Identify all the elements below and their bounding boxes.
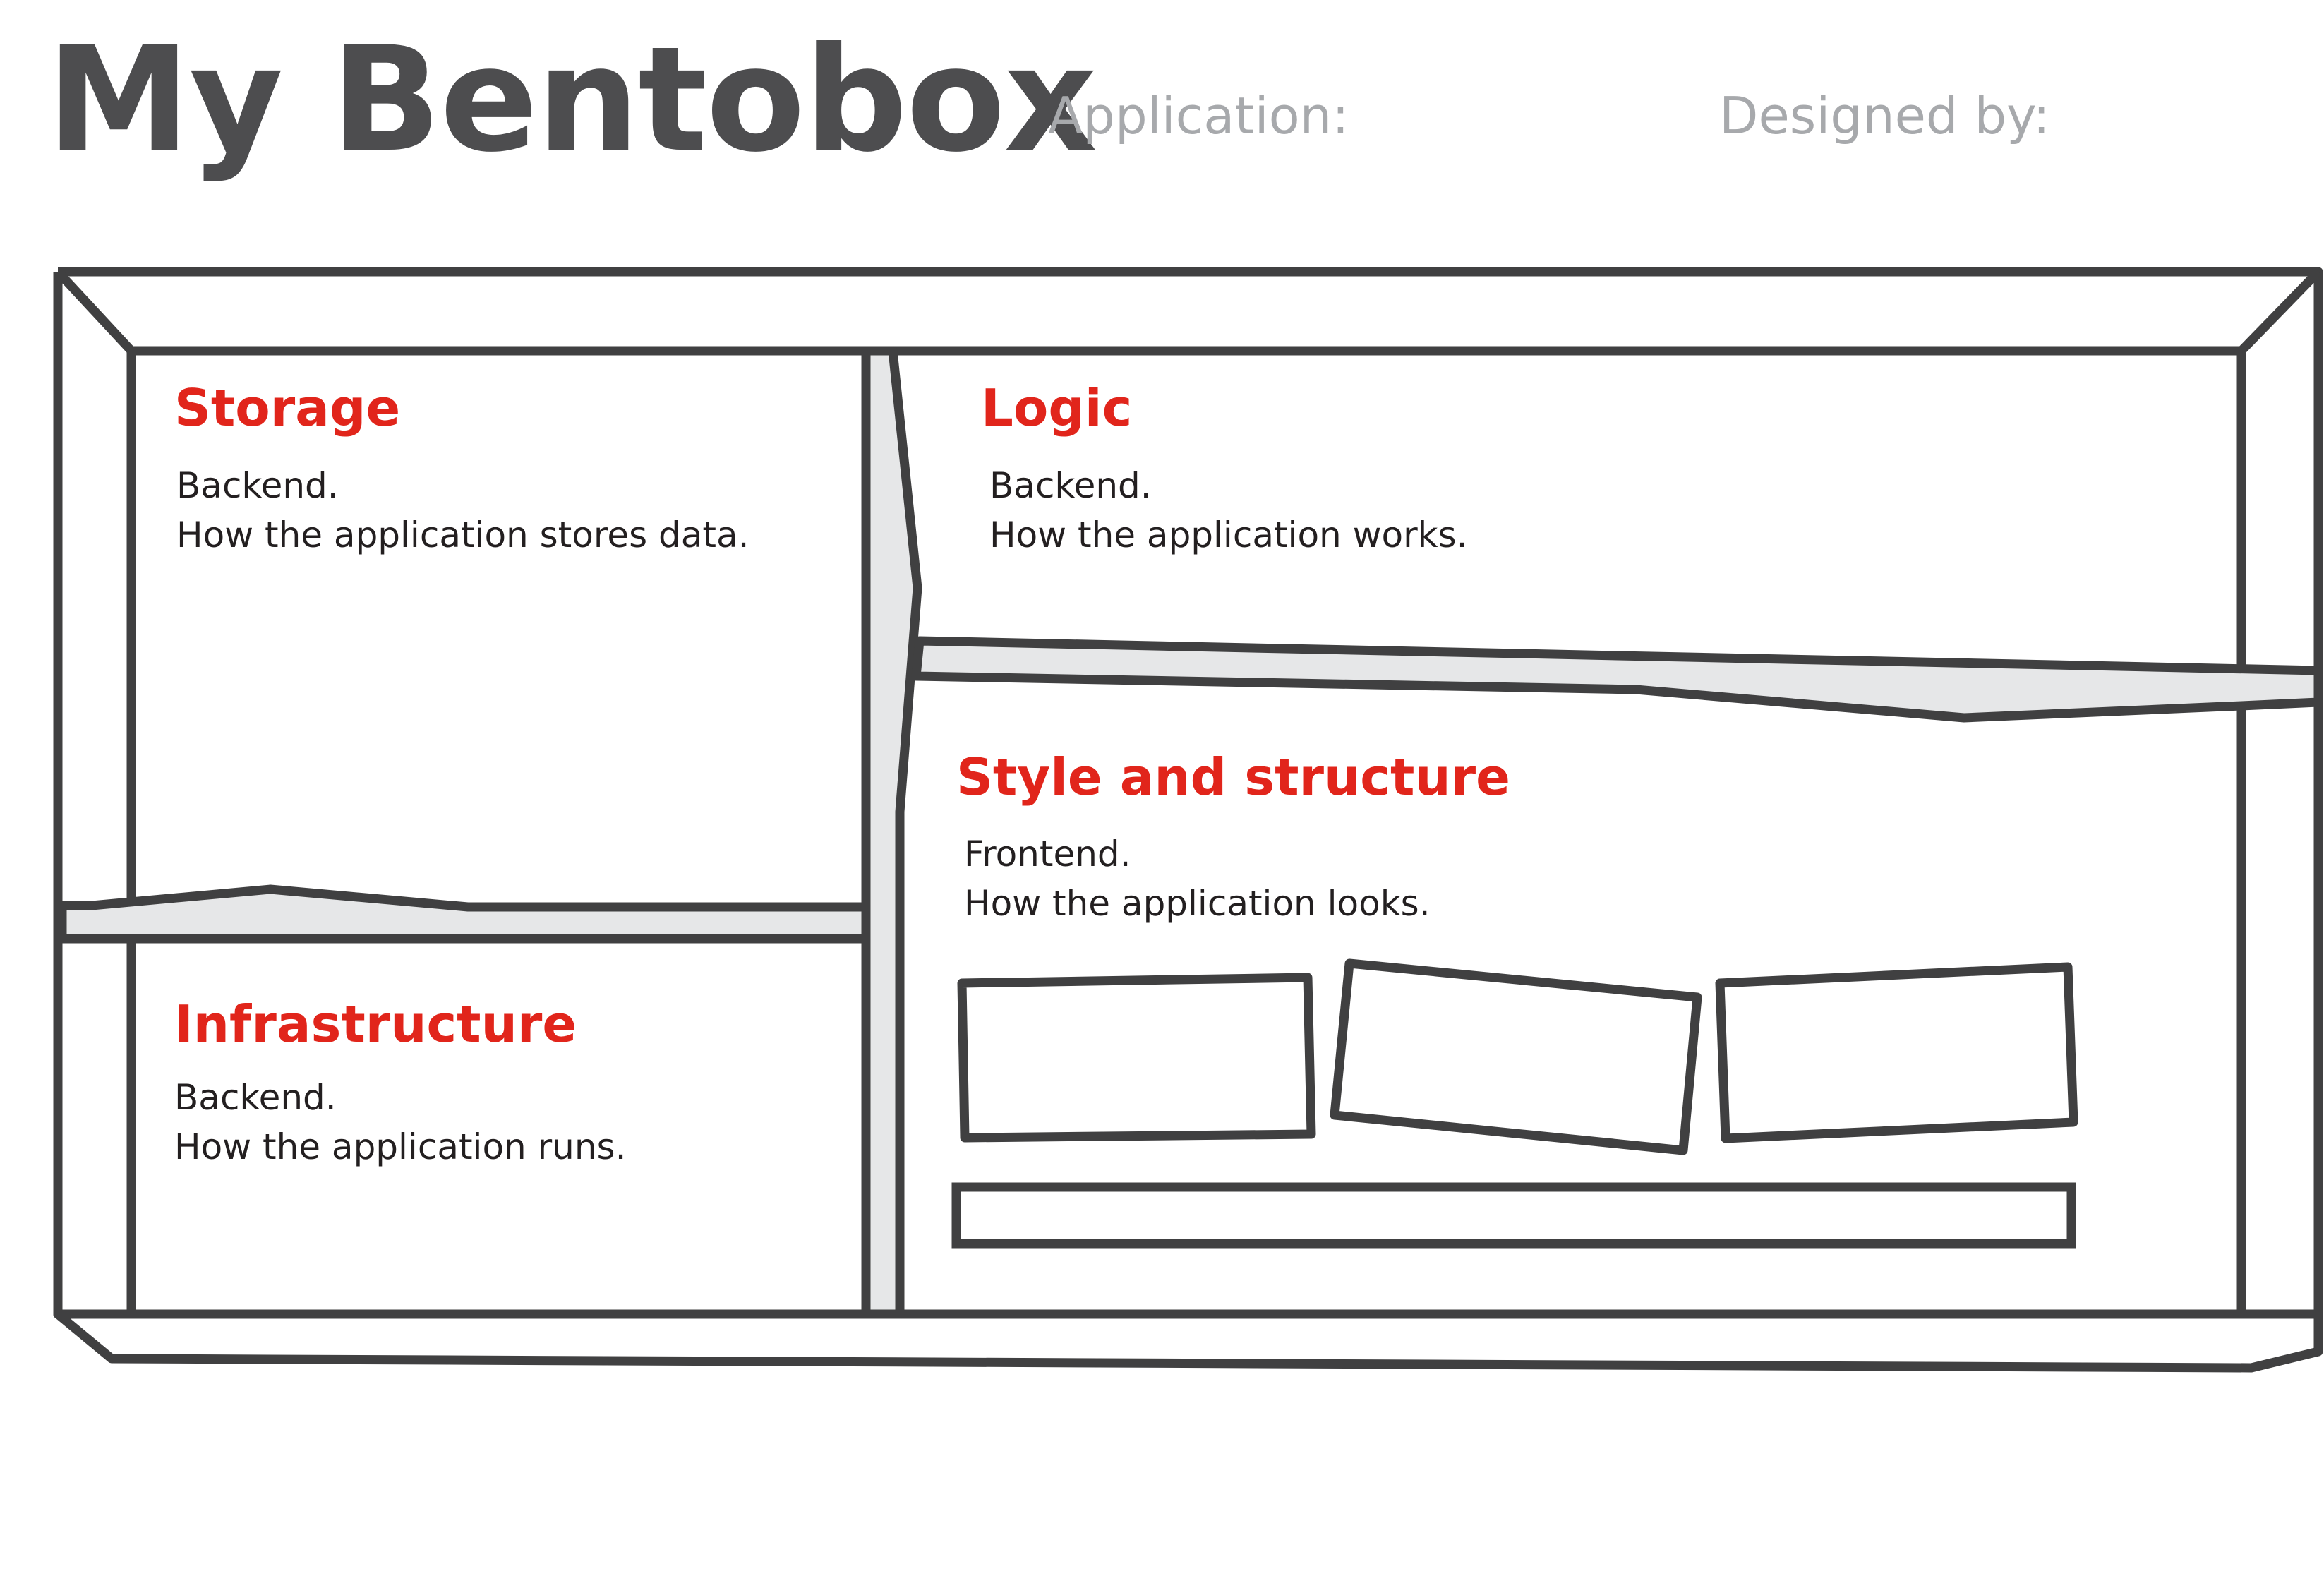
- storage-title: Storage: [174, 378, 401, 438]
- application-label: Application:: [1048, 86, 1349, 145]
- infrastructure-purpose: How the application runs.: [174, 1126, 627, 1167]
- wireframe-bar: [951, 1182, 2076, 1249]
- infrastructure-title: Infrastructure: [174, 994, 577, 1054]
- storage-description: Backend. How the application stores data…: [176, 461, 749, 560]
- right-horizontal-divider: [911, 636, 2323, 723]
- style-layer: Frontend.: [964, 834, 1131, 874]
- wireframe-block-1: [957, 973, 1316, 1143]
- page-title: My Bentobox: [47, 16, 1097, 184]
- style-description: Frontend. How the application looks.: [964, 829, 1431, 928]
- infrastructure-layer: Backend.: [174, 1077, 337, 1118]
- wireframe-block-2: [1330, 958, 1702, 1155]
- wireframe-block-3: [1715, 962, 2078, 1143]
- storage-purpose: How the application stores data.: [176, 515, 749, 555]
- left-horizontal-divider: [57, 884, 871, 944]
- logic-purpose: How the application works.: [989, 515, 1468, 555]
- style-title: Style and structure: [956, 747, 1510, 807]
- vertical-divider: [861, 346, 922, 1319]
- logic-layer: Backend.: [989, 465, 1152, 506]
- inner-rim-left: [54, 268, 136, 1314]
- infrastructure-description: Backend. How the application runs.: [174, 1073, 627, 1172]
- style-purpose: How the application looks.: [964, 883, 1431, 924]
- storage-layer: Backend.: [176, 465, 339, 506]
- logic-title: Logic: [981, 378, 1133, 438]
- box-floor-rim: [53, 1309, 2323, 1373]
- designer-label: Designed by:: [1719, 86, 2050, 145]
- logic-description: Backend. How the application works.: [989, 461, 1468, 560]
- inner-rim-top: [131, 268, 2322, 356]
